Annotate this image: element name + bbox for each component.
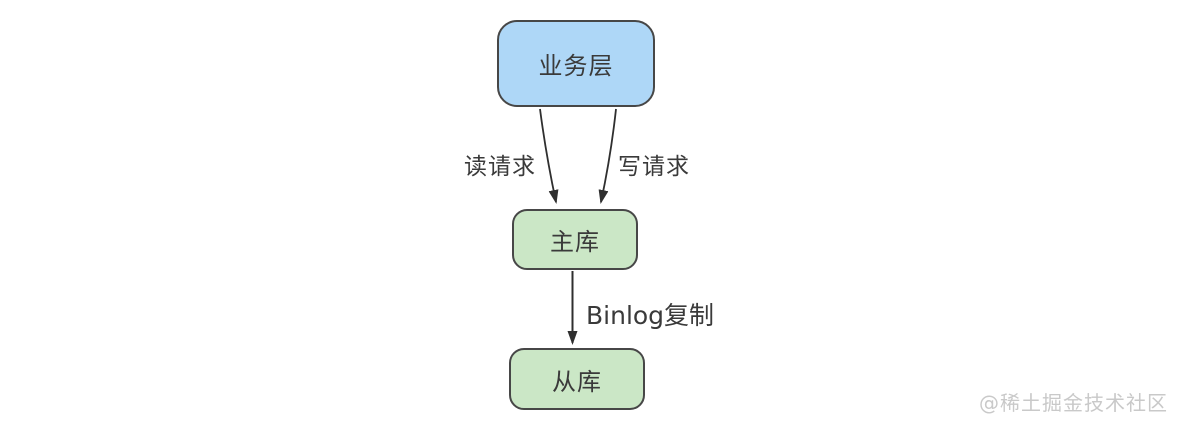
read-request-arrow [539,108,559,204]
node-master-db-label: 主库 [550,228,600,256]
edge-label-read-request: 读请求 [464,154,536,180]
node-business-layer-label: 业务层 [538,52,614,80]
edge-label-binlog-replication: Binlog复制 [586,301,715,330]
node-business-layer: 业务层 [497,20,655,107]
write-request-arrow [598,108,617,204]
node-slave-db: 从库 [509,348,645,410]
node-slave-db-label: 从库 [552,367,602,396]
watermark: @稀土掘金技术社区 [979,391,1168,415]
node-master-db: 主库 [512,209,638,270]
edge-label-write-request: 写请求 [618,154,690,180]
